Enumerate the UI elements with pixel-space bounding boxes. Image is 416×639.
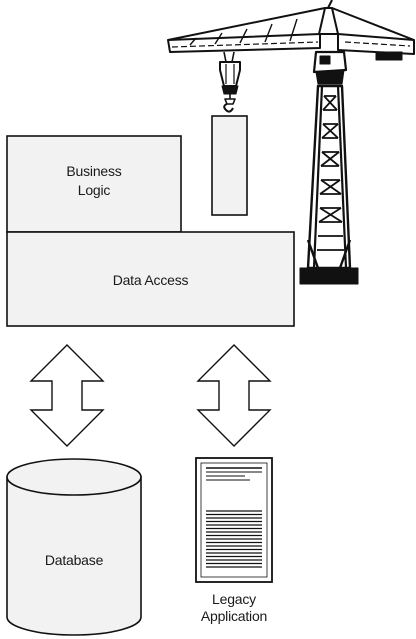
data-access-label: Data Access xyxy=(112,272,189,288)
database-label: Database xyxy=(44,552,104,568)
business-logic-box xyxy=(6,135,182,233)
business-logic-label: Business Logic xyxy=(66,163,122,198)
legacy-terminal-icon xyxy=(195,457,273,583)
data-access-box xyxy=(6,231,295,327)
double-arrow-icon xyxy=(196,344,272,447)
double-arrow-icon xyxy=(29,344,105,447)
legacy-application-label: Legacy Application xyxy=(200,591,268,624)
hanging-block-icon xyxy=(211,115,248,216)
database-cylinder-icon xyxy=(6,458,142,636)
construction-crane-icon xyxy=(167,0,415,285)
